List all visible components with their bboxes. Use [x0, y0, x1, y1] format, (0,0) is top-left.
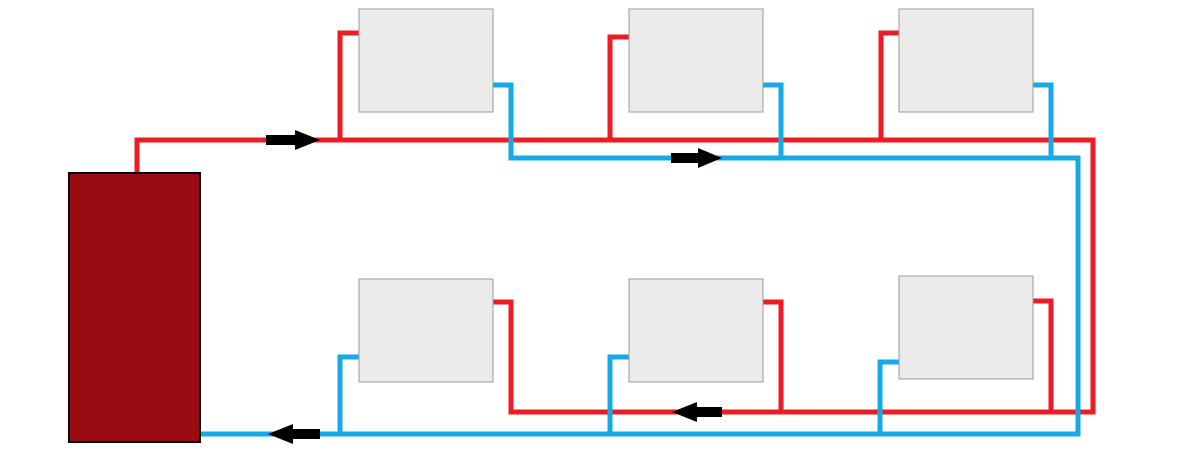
flow-arrow-left-icon	[268, 424, 320, 444]
supply-riser-bottom-3	[1033, 298, 1054, 412]
radiator-bottom-1	[358, 278, 494, 383]
return-main-pipe	[199, 82, 1081, 437]
supply-riser-top-1	[337, 30, 359, 140]
return-riser-top-3	[1033, 82, 1054, 158]
radiator-top-1	[358, 8, 494, 113]
flow-arrow-right-icon	[671, 148, 722, 168]
supply-riser-top-3	[878, 30, 899, 140]
radiator-bottom-2	[628, 278, 764, 383]
return-riser-top-2	[763, 82, 784, 158]
supply-riser-bottom-2	[763, 299, 784, 412]
boiler	[68, 172, 201, 443]
radiator-top-3	[898, 8, 1034, 113]
supply-riser-top-2	[607, 34, 629, 140]
flow-arrow-left-icon	[672, 402, 722, 422]
return-riser-bottom-2	[607, 354, 629, 434]
return-riser-bottom-3	[877, 359, 899, 434]
return-riser-bottom-1	[337, 354, 359, 434]
supply-main-pipe	[134, 137, 1096, 415]
radiator-bottom-3	[898, 275, 1034, 380]
flow-arrow-right-icon	[266, 130, 320, 150]
radiator-top-2	[628, 8, 764, 113]
